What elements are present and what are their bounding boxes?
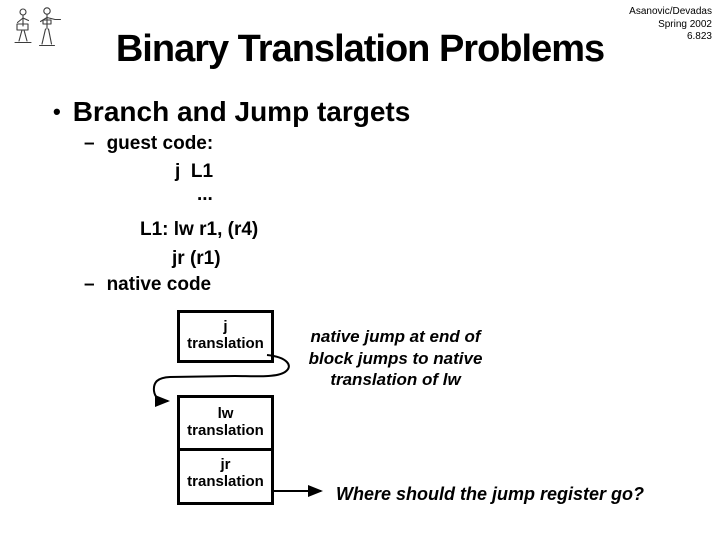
- slide-title: Binary Translation Problems: [115, 28, 605, 70]
- j-translation-line1: j: [223, 318, 228, 335]
- course-info: Asanovic/Devadas Spring 2002 6.823: [629, 6, 712, 44]
- main-bullet-label: Branch and Jump targets: [72, 96, 411, 127]
- code-line-lw: L1: lw r1, (r4): [140, 219, 259, 240]
- jr-translation-line1: jr: [220, 456, 231, 473]
- lw-translation-line1: lw: [217, 405, 234, 422]
- lw-translation-line2: translation: [187, 422, 264, 439]
- native-jump-annotation: native jump at end of block jumps to nat…: [293, 326, 498, 391]
- code-line-ellipsis: ...: [197, 184, 213, 205]
- course-term: Spring 2002: [658, 18, 712, 30]
- bullet-icon: •: [53, 99, 61, 124]
- code-line-jr: jr (r1): [172, 248, 221, 269]
- jr-translation-box: jr translation: [177, 448, 274, 505]
- native-jump-line3: translation of lw: [330, 370, 461, 389]
- jr-exit-arrow: [273, 485, 323, 497]
- guest-code-label: guest code:: [106, 133, 214, 154]
- native-jump-line1: native jump at end of: [310, 327, 481, 346]
- j-translation-line2: translation: [187, 335, 264, 352]
- dash-icon: –: [84, 274, 95, 295]
- course-authors: Asanovic/Devadas: [629, 6, 712, 17]
- course-logo-icon: [10, 5, 62, 58]
- jr-translation-line2: translation: [187, 473, 264, 490]
- course-number: 6.823: [686, 31, 712, 42]
- native-code-label: native code: [106, 274, 212, 295]
- native-jump-line2: block jumps to native: [308, 348, 483, 368]
- loop-arrow: [152, 354, 290, 407]
- code-line-j-l1: j L1: [175, 161, 214, 182]
- main-bullet: • Branch and Jump targets: [53, 96, 410, 128]
- sub-bullet-native-code: – native code: [84, 274, 211, 296]
- jump-register-question: Where should the jump register go?: [336, 484, 645, 504]
- j-translation-box: j translation: [177, 310, 274, 363]
- dash-icon: –: [84, 133, 95, 154]
- sub-bullet-guest-code: – guest code:: [84, 133, 213, 155]
